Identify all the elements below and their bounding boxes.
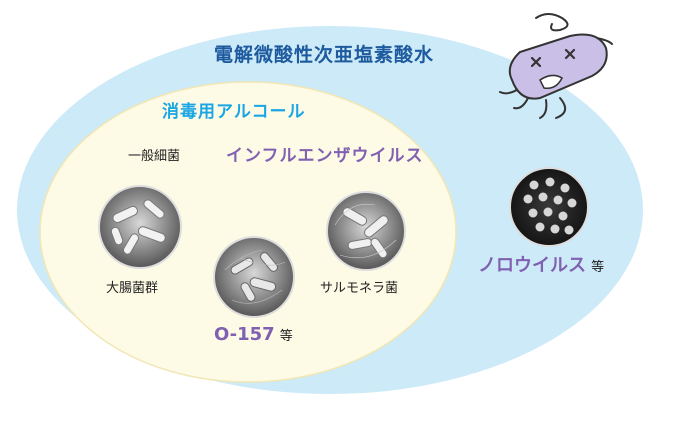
o157-suffix: 等 <box>279 329 293 344</box>
coliform-label: 大腸菌群 <box>106 281 159 296</box>
salmonella-label: サルモネラ菌 <box>320 281 399 296</box>
norovirus-label: ノロウイルス <box>478 255 586 276</box>
salmonella-micrograph <box>326 191 406 271</box>
norovirus-suffix: 等 <box>591 260 605 275</box>
o157-caption: O-157 等 <box>214 326 293 344</box>
germ-mascot-icon <box>499 13 613 119</box>
general-bacteria-label: 一般細菌 <box>128 149 181 164</box>
norovirus-micrograph <box>509 167 589 247</box>
o157-micrograph <box>213 236 295 318</box>
outer-ellipse-label: 電解微酸性次亜塩素酸水 <box>214 44 435 66</box>
coliform-micrograph <box>98 185 182 269</box>
influenza-label: インフルエンザウイルス <box>226 146 424 166</box>
norovirus-caption: ノロウイルス 等 <box>478 257 604 275</box>
inner-ellipse <box>39 81 457 383</box>
o157-label: O-157 <box>214 324 275 345</box>
inner-ellipse-label: 消毒用アルコール <box>162 102 306 122</box>
